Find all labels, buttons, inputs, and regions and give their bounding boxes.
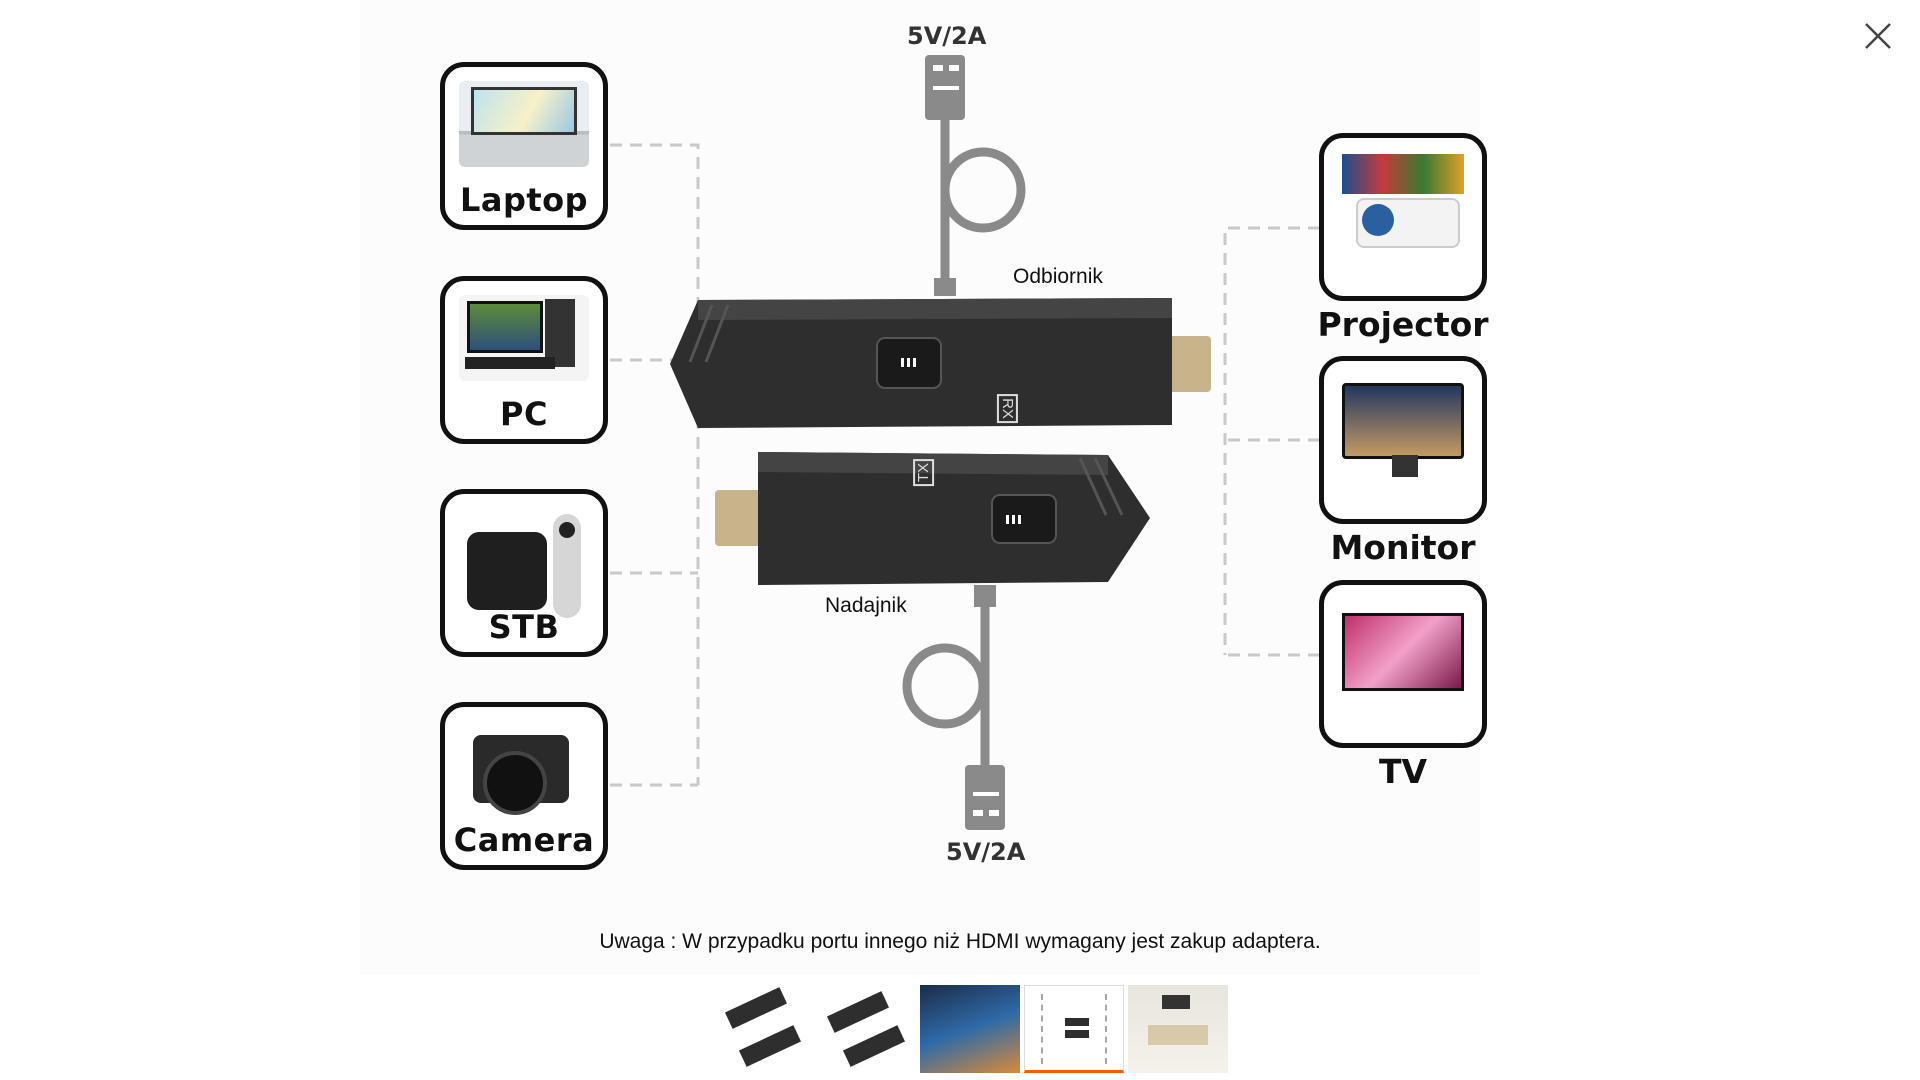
- bottom-usb-cable: [902, 585, 1005, 830]
- source-label: PC: [500, 395, 548, 433]
- receiver-unit: [670, 298, 1211, 428]
- thumbnail-1[interactable]: [712, 985, 812, 1073]
- monitor-icon: [1338, 375, 1468, 477]
- source-laptop: Laptop: [440, 62, 608, 230]
- thumbnail-strip: [712, 985, 1228, 1077]
- source-connector-lines: [610, 143, 700, 787]
- output-monitor: [1319, 356, 1487, 524]
- output-label-monitor: Monitor: [1330, 528, 1476, 567]
- transmitter-unit: [715, 452, 1150, 585]
- source-label: STB: [488, 608, 560, 646]
- rx-mark: RX: [996, 394, 1018, 423]
- source-stb: STB: [440, 489, 608, 657]
- close-button[interactable]: [1860, 18, 1896, 54]
- tv-icon: [1338, 599, 1468, 691]
- thumbnail-5[interactable]: [1128, 985, 1228, 1073]
- thumbnail-3[interactable]: [920, 985, 1020, 1073]
- thumbnail-4[interactable]: [1024, 985, 1124, 1073]
- top-voltage-label: 5V/2A: [907, 22, 987, 50]
- thumbnail-2[interactable]: [816, 985, 916, 1073]
- source-camera: Camera: [440, 702, 608, 870]
- transmitter-label: Nadajnik: [825, 594, 907, 617]
- projector-icon: [1338, 152, 1468, 248]
- output-connector-lines: [1223, 226, 1320, 657]
- camera-icon: [459, 721, 589, 815]
- top-usb-cable: [925, 55, 1026, 296]
- receiver-label: Odbiornik: [1013, 265, 1103, 288]
- diagram-canvas: [610, 55, 1320, 830]
- bottom-voltage-label: 5V/2A: [946, 838, 1026, 866]
- pc-icon: [459, 295, 589, 381]
- stb-icon: [459, 508, 589, 618]
- laptop-icon: [459, 81, 589, 167]
- output-label-tv: TV: [1378, 752, 1428, 791]
- output-tv: [1319, 580, 1487, 748]
- source-pc: PC: [440, 276, 608, 444]
- output-projector: [1319, 133, 1487, 301]
- tx-mark: TX: [913, 458, 935, 487]
- source-label: Laptop: [459, 181, 589, 219]
- source-label: Camera: [453, 821, 595, 859]
- adapter-note: Uwaga : W przypadku portu innego niż HDM…: [599, 930, 1321, 953]
- output-label-projector: Projector: [1317, 305, 1489, 344]
- close-icon: [1865, 23, 1891, 49]
